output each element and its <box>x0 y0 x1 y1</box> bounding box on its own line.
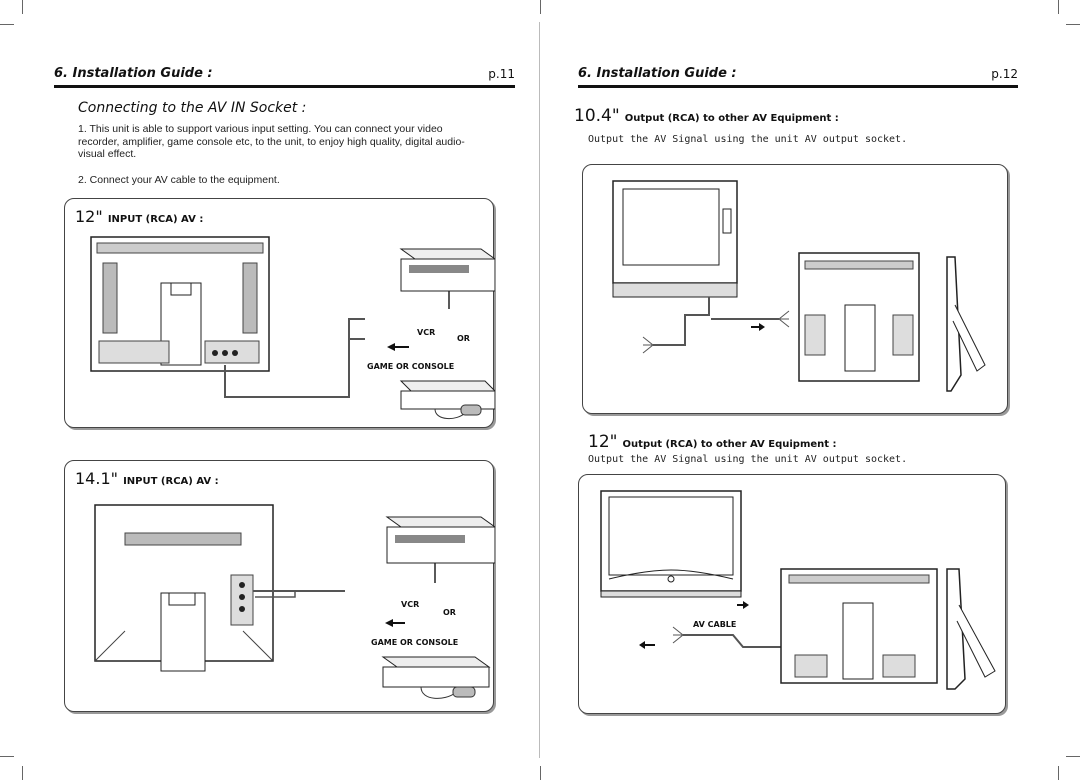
av-cable <box>224 318 365 398</box>
vcr-label: VCR <box>401 600 419 609</box>
vcr-label: VCR <box>417 328 435 337</box>
output-label: Output (RCA) to other AV Equipment : <box>624 113 839 124</box>
monitor-stand <box>842 602 874 680</box>
page-header: 6. Installation Guide : p.12 <box>578 66 1018 88</box>
page-number: p.11 <box>488 67 515 81</box>
instruction-2: 2. Connect your AV cable to the equipmen… <box>78 174 280 186</box>
console-icon <box>381 656 491 668</box>
console-label: GAME OR CONSOLE <box>371 638 458 647</box>
console-icon <box>399 380 495 392</box>
panel-12-input: 12" INPUT (RCA) AV : <box>64 198 495 429</box>
panel-heading: 14.1" INPUT (RCA) AV : <box>75 469 219 488</box>
side-view <box>946 568 966 690</box>
output-label: Output (RCA) to other AV Equipment : <box>622 439 837 450</box>
crop-mark <box>1066 24 1080 25</box>
crop-mark <box>1058 766 1059 780</box>
screen-size: 10.4" <box>574 106 620 126</box>
page-header: 6. Installation Guide : p.11 <box>54 66 515 88</box>
section-desc: Output the AV Signal using the unit AV o… <box>588 134 908 145</box>
av-cable <box>653 297 710 346</box>
section-desc: Output the AV Signal using the unit AV o… <box>588 454 908 465</box>
crop-mark <box>1066 756 1080 757</box>
or-label: OR <box>443 608 456 617</box>
panel-14-input: 14.1" INPUT (RCA) AV : VC <box>64 460 495 713</box>
section-title: 6. Installation Guide : <box>54 66 213 81</box>
or-label: OR <box>457 334 470 343</box>
vcr-icon <box>399 248 495 260</box>
input-label: INPUT (RCA) AV : <box>107 214 204 225</box>
panel-12-output: AV CABLE <box>578 474 1006 714</box>
section-title: 6. Installation Guide : <box>578 66 737 81</box>
screen-size: 14.1" <box>75 469 118 488</box>
monitor-stand <box>844 304 876 372</box>
connection-diagram: VCR OR GAME OR CONSOLE <box>65 461 495 713</box>
crop-mark <box>0 756 14 757</box>
crop-mark <box>1058 0 1059 14</box>
screen-size: 12" <box>75 207 103 226</box>
vcr-icon <box>385 516 495 528</box>
panel-10-output <box>582 164 1008 414</box>
section-heading-10: 10.4" Output (RCA) to other AV Equipment… <box>574 106 839 126</box>
instruction-1: 1. This unit is able to support various … <box>78 123 465 160</box>
connection-diagram: VCR OR GAME OR CONSOLE <box>65 199 495 429</box>
connection-diagram <box>583 165 1009 415</box>
crop-mark <box>540 766 541 780</box>
monitor-stand <box>160 592 206 672</box>
screen-size: 12" <box>588 432 618 452</box>
crop-mark <box>22 0 23 14</box>
section-heading-12: 12" Output (RCA) to other AV Equipment : <box>588 432 837 452</box>
page-11: 6. Installation Guide : p.11 Connecting … <box>24 22 540 758</box>
panel-heading: 12" INPUT (RCA) AV : <box>75 207 203 226</box>
console-label: GAME OR CONSOLE <box>367 362 454 371</box>
page-12: 6. Installation Guide : p.12 10.4" Outpu… <box>540 22 1056 758</box>
subsection-title: Connecting to the AV IN Socket : <box>78 100 307 116</box>
crop-mark <box>540 0 541 14</box>
crop-mark <box>22 766 23 780</box>
page-number: p.12 <box>991 67 1018 81</box>
cable-label: AV CABLE <box>693 620 736 629</box>
input-label: INPUT (RCA) AV : <box>123 476 219 487</box>
crop-mark <box>0 24 14 25</box>
connection-diagram: AV CABLE <box>579 475 1007 715</box>
